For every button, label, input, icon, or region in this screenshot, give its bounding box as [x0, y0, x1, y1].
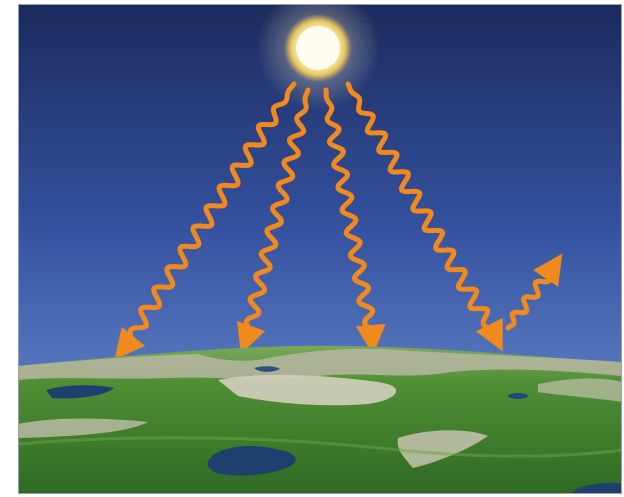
ray-center-right — [323, 87, 386, 355]
lake — [46, 385, 114, 399]
ray-center-left — [237, 87, 311, 355]
earth-surface — [18, 345, 622, 494]
rock-patch — [397, 430, 488, 468]
frame-border — [18, 4, 622, 494]
illustration-frame — [18, 4, 622, 494]
sun-rays — [114, 81, 563, 360]
ray-left — [114, 81, 297, 360]
lake — [254, 366, 280, 372]
ray-right-incoming — [345, 81, 503, 352]
rock-ridge — [218, 374, 397, 406]
ray-right-reflected — [505, 253, 563, 331]
lake — [570, 482, 622, 494]
rock-patch — [18, 418, 148, 438]
lake — [508, 393, 528, 399]
sun-rays-scene — [18, 4, 622, 494]
rock-patch — [538, 378, 622, 402]
lake — [207, 446, 296, 476]
